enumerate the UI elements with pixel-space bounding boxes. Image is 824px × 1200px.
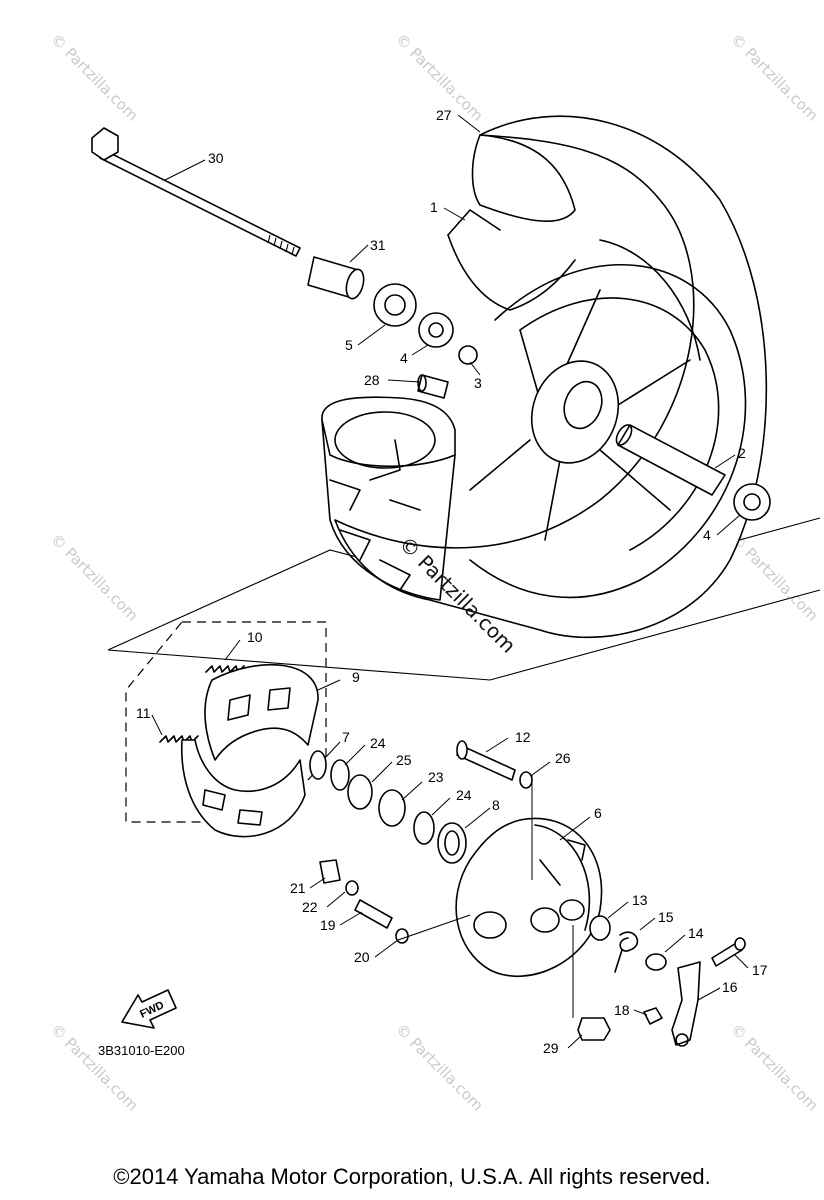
gear [378,789,406,827]
return-spring [614,931,639,973]
callout-26: 26 [555,750,571,766]
callout-22: 22 [302,899,318,915]
callouts: 27 1 30 31 5 4 3 28 2 4 10 9 11 7 24 12 … [136,107,768,1056]
callout-10: 10 [247,629,263,645]
callout-21: 21 [290,880,306,896]
watermark: © Partzilla.com [47,30,142,125]
callout-6: 6 [594,805,602,821]
callout-24: 24 [370,735,386,751]
diagram-code: 3B31010-E200 [98,1043,185,1058]
callout-3: 3 [474,375,482,391]
callout-20: 20 [354,949,370,965]
axle-spacer [617,424,726,496]
speedometer-shaft [354,899,393,929]
bearing [733,483,771,521]
callout-16: 16 [722,979,738,995]
callout-17: 17 [752,962,768,978]
callout-27: 27 [436,107,452,123]
watermark: © Partzilla.com [727,1020,822,1115]
callout-12: 12 [515,729,531,745]
callout-8: 8 [492,797,500,813]
watermark: © Partzilla.com [47,1020,142,1115]
washer [330,759,350,791]
axle [91,127,301,257]
cam-lever [671,961,701,1046]
watermark: © Partzilla.com [727,530,822,625]
brake-shoes [180,663,319,838]
brake-plate [455,817,603,978]
callout-4: 4 [400,350,408,366]
bearing [373,283,417,327]
oil-seal [437,822,467,864]
circlip [309,750,327,780]
spacer [458,345,478,365]
callout-19: 19 [320,917,336,933]
callout-7: 7 [342,729,350,745]
callout-29: 29 [543,1040,559,1056]
spring [205,665,245,673]
callout-5: 5 [345,337,353,353]
fwd-arrow-icon: FWD [121,989,177,1029]
bearing [418,312,454,348]
callout-23: 23 [428,769,444,785]
watermark: © Partzilla.com [392,1020,487,1115]
indicator-plate [645,953,667,971]
leader-lines [151,114,749,1049]
callout-30: 30 [208,150,224,166]
callout-1: 1 [430,199,438,215]
o-ring [345,880,359,896]
callout-18: 18 [614,1002,630,1018]
callout-25: 25 [396,752,412,768]
callout-31: 31 [370,237,386,253]
watermark: © Partzilla.com [727,30,822,125]
callout-28: 28 [364,372,380,388]
washer [395,928,409,944]
callout-15: 15 [658,909,674,925]
nut [577,1017,611,1041]
callout-4: 4 [703,527,711,543]
wheel-rim [321,115,768,639]
callout-24: 24 [456,787,472,803]
bushing [319,859,341,884]
washer [347,774,373,810]
watermark: © Partzilla.com [47,530,142,625]
spring [159,735,199,743]
nut [643,1007,663,1025]
callout-14: 14 [688,925,704,941]
valve [417,374,449,399]
callout-11: 11 [136,705,151,721]
washer [413,811,435,845]
collar [307,256,365,300]
callout-2: 2 [738,445,746,461]
callout-13: 13 [632,892,648,908]
callout-9: 9 [352,669,360,685]
copyright-footer: ©2014 Yamaha Motor Corporation, U.S.A. A… [113,1164,711,1189]
o-ring [519,771,533,789]
washer [589,915,611,941]
